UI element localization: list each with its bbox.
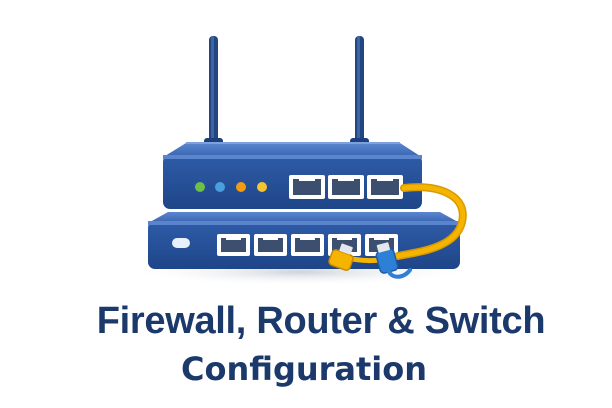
ethernet-port-icon bbox=[367, 175, 403, 199]
network-device-illustration bbox=[125, 36, 475, 286]
ethernet-cable-icon bbox=[328, 183, 467, 279]
status-led-icon bbox=[195, 182, 205, 192]
status-led-icon bbox=[215, 182, 225, 192]
router-icon bbox=[163, 142, 422, 209]
title-line-1: Firewall, Router & Switch bbox=[96, 300, 546, 342]
status-led-icon bbox=[172, 238, 190, 248]
status-led-icon bbox=[257, 182, 267, 192]
title-line-2: Configuration bbox=[180, 350, 428, 388]
ethernet-port-icon bbox=[328, 175, 364, 199]
switch-icon bbox=[148, 212, 460, 269]
antenna-icon bbox=[204, 36, 223, 148]
ethernet-port-icon bbox=[291, 234, 324, 256]
ethernet-port-icon bbox=[254, 234, 287, 256]
antenna-icon bbox=[350, 36, 369, 148]
ethernet-port-icon bbox=[217, 234, 250, 256]
ethernet-port-icon bbox=[289, 175, 325, 199]
status-led-icon bbox=[236, 182, 246, 192]
